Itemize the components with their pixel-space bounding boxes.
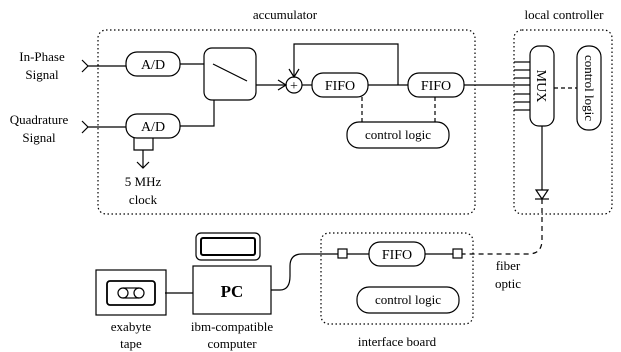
monitor-screen — [200, 237, 256, 256]
in-phase-input-arrow — [81, 59, 89, 73]
tape-cartridge-icon — [106, 280, 156, 306]
tape-reel-left — [117, 287, 129, 299]
feedback-arrow — [288, 68, 300, 79]
clock-label-line2: clock — [129, 192, 158, 207]
monitor-outer — [195, 232, 261, 261]
control-logic-controller-label: control logic — [582, 55, 597, 121]
exabyte-label-line1: exabyte — [111, 319, 152, 334]
tape-reel-right — [133, 287, 145, 299]
interface-port-left — [337, 248, 348, 259]
control-logic-controller-box — [576, 45, 602, 131]
quadrature-label-line1: Quadrature — [10, 112, 69, 127]
in-phase-label-line2: Signal — [25, 67, 59, 82]
control-logic-accumulator-label: control logic — [365, 127, 431, 142]
computer-label-line2: computer — [207, 336, 257, 351]
control-logic-interface-label: control logic — [375, 292, 441, 307]
tape-drive-box — [95, 269, 167, 316]
pc-label: PC — [221, 282, 244, 301]
input-switch — [203, 47, 257, 101]
fifo-interface-label: FIFO — [382, 248, 412, 263]
pc-box — [192, 265, 272, 315]
accumulator-region — [97, 29, 476, 215]
computer-label-line1: ibm-compatible — [191, 319, 274, 334]
switch-lever — [212, 63, 248, 82]
clock-bus — [133, 138, 154, 151]
board-to-pc-cable — [271, 253, 338, 291]
ad-top-label: A/D — [141, 58, 165, 73]
quadrature-input-arrow — [81, 120, 89, 134]
control-logic-interface-box — [356, 286, 460, 314]
clock-input-arrow — [136, 161, 150, 169]
control-logic-accumulator-box — [346, 121, 450, 149]
quadrature-label-line2: Signal — [22, 130, 56, 145]
ad-bottom-label: A/D — [141, 120, 165, 135]
ad-bottom-to-switch-wire — [180, 100, 215, 127]
fiber-label-line2: optic — [495, 276, 521, 291]
optical-transmitter-icon — [534, 189, 550, 201]
local-controller-region — [513, 29, 613, 215]
clock-label-line1: 5 MHz — [125, 174, 162, 189]
fifo-2-label: FIFO — [421, 79, 451, 94]
fifo-1-label: FIFO — [325, 79, 355, 94]
accumulator-title: accumulator — [253, 7, 318, 22]
adder-symbol: + — [290, 79, 298, 94]
local-controller-title: local controller — [524, 7, 604, 22]
in-phase-label-line1: In-Phase — [19, 49, 65, 64]
fiber-optic-link — [462, 199, 543, 255]
fiber-label-line1: fiber — [496, 258, 521, 273]
mux-label: MUX — [533, 70, 548, 103]
interface-board-title: interface board — [358, 334, 437, 349]
interface-board-region — [320, 232, 474, 325]
exabyte-label-line2: tape — [120, 336, 142, 351]
feedback-loop — [293, 43, 399, 85]
interface-port-right — [452, 248, 463, 259]
